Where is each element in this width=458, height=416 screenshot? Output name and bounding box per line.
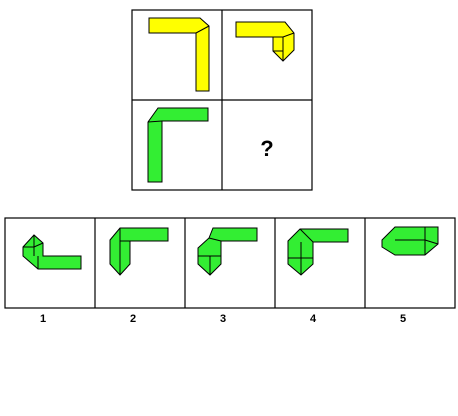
option-4-label: 4 [310,313,317,325]
option-1-shape [22,234,82,270]
matrix-cell-3-shape [147,107,209,183]
answer-option-3[interactable] [185,218,275,308]
matrix-cell-2-shape [235,21,295,62]
yellow-shape-large [148,17,210,92]
answer-option-5[interactable] [365,218,455,308]
matrix-cell-1-shape [148,17,210,92]
answer-option-4[interactable] [275,218,365,308]
option-4-shape [287,228,349,276]
option-2-label: 2 [130,313,136,325]
yellow-shape-small [235,21,295,62]
green-shape-large [147,107,209,183]
answer-option-1[interactable] [5,218,95,308]
option-5-shape [381,226,439,256]
option-3-shape [197,227,258,276]
missing-answer-mark: ? [260,136,273,161]
option-1-label: 1 [40,313,46,325]
answer-option-2[interactable] [95,218,185,308]
option-3-label: 3 [220,313,226,325]
option-5-label: 5 [400,313,406,325]
option-2-shape [109,227,169,276]
